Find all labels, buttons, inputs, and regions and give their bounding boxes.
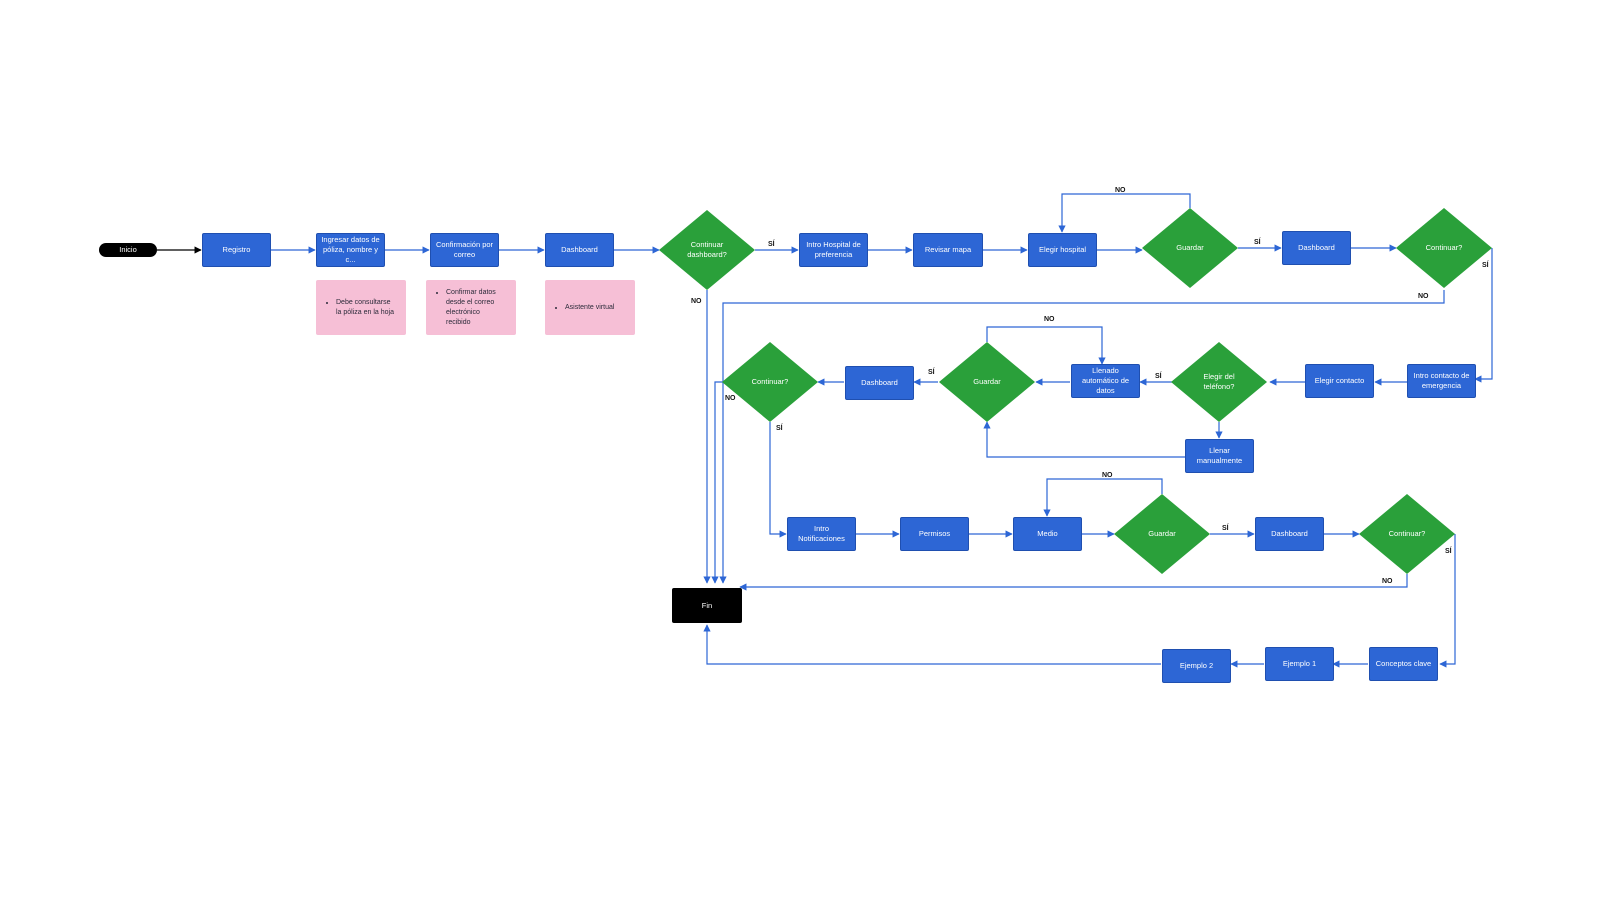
edge-guardar2-no-loop — [986, 326, 1106, 365]
edge-label-si: SÍ — [1482, 262, 1489, 269]
process-elegir-contacto: Elegir contacto — [1305, 364, 1374, 398]
decision-continuar-1 — [1396, 208, 1492, 288]
edge-continuar-si-next — [1474, 248, 1493, 383]
edge-manual-guardar — [983, 421, 1185, 458]
decision-continuar-3-label: Continuar? — [1388, 529, 1426, 538]
decision-guardar-contacto-label: Guardar — [973, 377, 1001, 386]
edge-label-si: SÍ — [776, 425, 783, 432]
edge-label-si: SÍ — [928, 369, 935, 376]
edge-label-si: SÍ — [1445, 548, 1452, 555]
process-dashboard-4: Dashboard — [1255, 517, 1324, 551]
process-llenado-automatico: Llenado automático de datos — [1071, 364, 1140, 398]
process-conceptos-clave: Conceptos clave — [1369, 647, 1438, 681]
note-correo: Confirmar datos desde el correo electrón… — [426, 280, 516, 335]
edge-label-si: SÍ — [1254, 239, 1261, 246]
decision-guardar-hospital-label: Guardar — [1176, 243, 1204, 252]
process-ingresar-datos: Ingresar datos de póliza, nombre y c... — [316, 233, 385, 267]
edge-label-no: NO — [1102, 472, 1113, 479]
edge-ejemplo2-fin — [703, 624, 1161, 665]
note-correo-item: Confirmar datos desde el correo electrón… — [446, 288, 506, 328]
edge-continuar3-si-next — [1439, 534, 1456, 668]
note-asistente-item: Asistente virtual — [565, 303, 614, 313]
process-intro-notificaciones: Intro Notificaciones — [787, 517, 856, 551]
process-dashboard-1: Dashboard — [545, 233, 614, 267]
note-asistente: Asistente virtual — [545, 280, 635, 335]
edge-label-no: NO — [725, 395, 736, 402]
edge-label-no: NO — [691, 298, 702, 305]
edge-label-si: SÍ — [1222, 525, 1229, 532]
process-medio: Medio — [1013, 517, 1082, 551]
end-terminal: Fin — [672, 588, 742, 623]
note-poliza: Debe consultarse la póliza en la hoja — [316, 280, 406, 335]
decision-guardar-hospital — [1142, 208, 1238, 288]
start-terminal: Inicio — [99, 243, 157, 257]
edge-continuar-no-fin — [719, 290, 1445, 584]
decision-continuar-3 — [1359, 494, 1455, 574]
decision-guardar-notificaciones-label: Guardar — [1148, 529, 1176, 538]
process-revisar-mapa: Revisar mapa — [913, 233, 983, 267]
process-dashboard-3: Dashboard — [845, 366, 914, 400]
edge-guardar3-no-loop — [1043, 478, 1163, 517]
edge-label-no: NO — [1044, 316, 1055, 323]
process-confirmacion-correo: Confirmación por correo — [430, 233, 499, 267]
decision-guardar-notificaciones — [1114, 494, 1210, 574]
decision-guardar-contacto — [939, 342, 1035, 422]
note-poliza-item: Debe consultarse la póliza en la hoja — [336, 298, 396, 318]
decision-elegir-telefono-label: Elegir del teléfono? — [1203, 372, 1235, 391]
decision-continuar-dashboard — [659, 210, 755, 290]
decision-continuar-2-label: Continuar? — [751, 377, 789, 386]
process-intro-contacto: Intro contacto de emergencia — [1407, 364, 1476, 398]
edge-label-no: NO — [1115, 187, 1126, 194]
decision-elegir-telefono — [1171, 342, 1267, 422]
process-elegir-hospital: Elegir hospital — [1028, 233, 1097, 267]
edge-continuar3-no-fin — [739, 574, 1408, 591]
edge-guardar-no-loop — [1058, 193, 1191, 233]
process-permisos: Permisos — [900, 517, 969, 551]
edge-label-si: SÍ — [1155, 373, 1162, 380]
decision-continuar-2 — [722, 342, 818, 422]
process-intro-hospital: Intro Hospital de preferencia — [799, 233, 868, 267]
decision-continuar-1-label: Continuar? — [1425, 243, 1463, 252]
process-registro: Registro — [202, 233, 271, 267]
edge-label-no: NO — [1382, 578, 1393, 585]
decision-continuar-dashboard-label: Continuar dashboard? — [687, 240, 727, 259]
process-ejemplo-2: Ejemplo 2 — [1162, 649, 1231, 683]
edge-label-si: SÍ — [768, 241, 775, 248]
process-llenar-manualmente: Llenar manualmente — [1185, 439, 1254, 473]
process-ejemplo-1: Ejemplo 1 — [1265, 647, 1334, 681]
edge-continuar2-no-fin — [711, 381, 737, 584]
edge-continuar2-si-next — [769, 422, 787, 538]
process-dashboard-2: Dashboard — [1282, 231, 1351, 265]
edge-label-no: NO — [1418, 293, 1429, 300]
